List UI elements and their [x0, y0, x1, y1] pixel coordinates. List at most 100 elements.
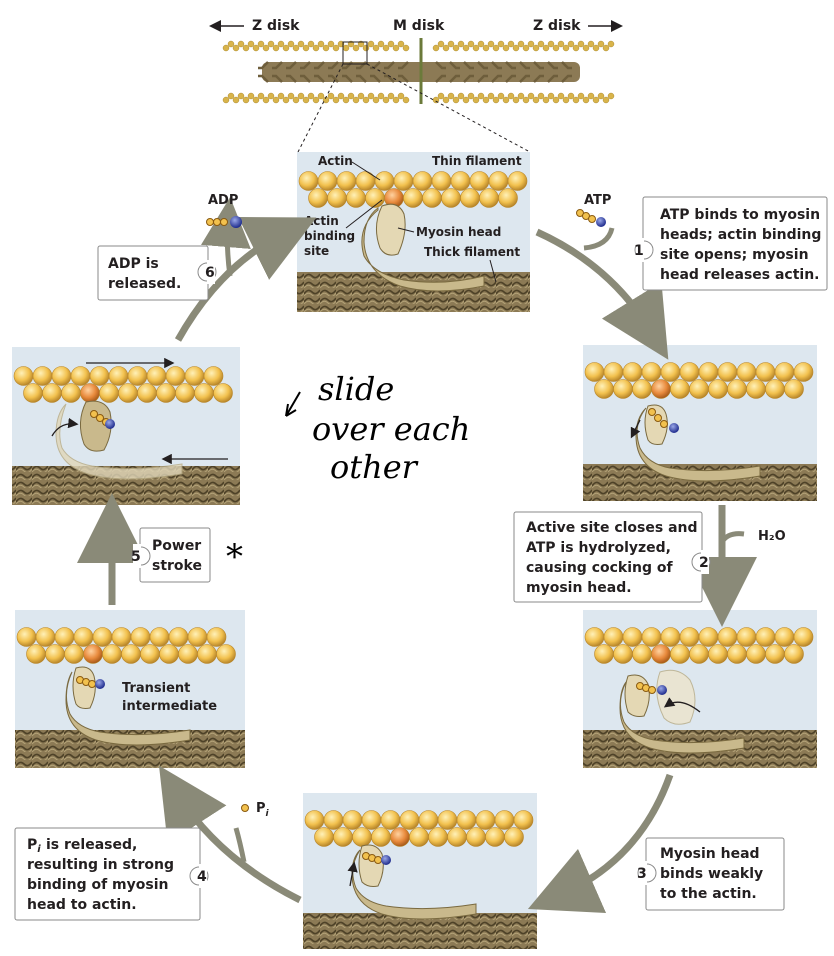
- sarcomere-actin-bead: [577, 40, 585, 48]
- handwritten-line1: slide: [318, 370, 394, 408]
- actin-bead: [507, 171, 528, 191]
- actin-bead: [61, 383, 81, 403]
- sarcomere-myosin-head: [491, 61, 502, 70]
- sarcomere-actin-bead: [462, 44, 470, 52]
- actin-bead: [45, 644, 65, 664]
- step5-number: 5: [131, 549, 141, 565]
- sarcomere-actin-bead: [607, 92, 615, 100]
- actin-bead: [308, 188, 328, 208]
- step6-number: 6: [205, 265, 215, 281]
- sarcomere-actin-bead: [252, 96, 260, 104]
- label-transient-1: Transient: [122, 681, 190, 696]
- sarcomere-actin-bead: [222, 44, 230, 52]
- actin-bead: [498, 188, 518, 208]
- sarcomere-actin-bead: [392, 44, 400, 52]
- handwritten-line2: over each: [312, 410, 470, 448]
- sarcomere-myosin-head: [519, 74, 530, 83]
- sarcomere-actin-bead: [587, 92, 595, 100]
- step2-callout: 2 Active site closes and ATP is hydrolyz…: [513, 511, 711, 603]
- sarcomere-actin-bead: [357, 92, 365, 100]
- adp-bound: [76, 676, 105, 689]
- step4-line2: resulting in strong: [27, 857, 174, 873]
- panel-step4: Transient intermediate: [15, 610, 245, 768]
- sarcomere-actin-bead: [237, 92, 245, 100]
- actin-bead: [437, 810, 458, 830]
- actin-bead: [346, 188, 366, 208]
- z-disk-left-label: Z disk: [252, 18, 300, 34]
- sarcomere-actin-bead: [402, 96, 410, 104]
- sarcomere-myosin-head: [384, 61, 395, 70]
- actin-bead: [361, 810, 382, 830]
- actin-bead: [175, 383, 195, 403]
- actin-bead: [613, 379, 633, 399]
- sarcomere-actin-bead: [507, 40, 515, 48]
- sarcomere-myosin-head: [258, 74, 269, 83]
- sarcomere-actin-bead: [602, 44, 610, 52]
- sarcomere-myosin-head: [328, 61, 339, 70]
- sarcomere-myosin-head: [314, 74, 325, 83]
- sarcomere-actin-bead: [482, 44, 490, 52]
- step4-number: 4: [197, 869, 207, 885]
- sarcomere-myosin-head: [300, 74, 311, 83]
- actin-bead: [118, 383, 138, 403]
- actin-bead: [670, 379, 690, 399]
- actin-thin-filament: [16, 627, 236, 664]
- actin-bead: [485, 827, 505, 847]
- sarcomere-myosin-head: [398, 74, 409, 83]
- actin-bead: [187, 627, 208, 647]
- pi-label: Pi: [256, 801, 270, 819]
- actin-bead: [178, 644, 198, 664]
- sarcomere-actin-bead: [572, 44, 580, 52]
- sarcomere-actin-bead: [242, 96, 250, 104]
- adp-bound: [90, 410, 115, 429]
- step4-line4: head to actin.: [27, 897, 137, 913]
- sarcomere-myosin-head: [342, 74, 353, 83]
- sarcomere-actin-bead: [492, 96, 500, 104]
- step1-callout: 1 ATP binds to myosin heads; actin bindi…: [634, 196, 828, 291]
- actin-bead: [333, 827, 353, 847]
- handwritten-line3: other: [330, 448, 419, 486]
- step2-line4: myosin head.: [526, 580, 632, 596]
- sarcomere-actin-bead: [262, 96, 270, 104]
- actin-bead: [371, 827, 391, 847]
- sarcomere-actin-bead: [282, 96, 290, 104]
- sarcomere-actin-bead: [537, 92, 545, 100]
- panel-step1: [583, 345, 817, 501]
- sarcomere-actin-bead: [567, 40, 575, 48]
- atp-label: ATP: [584, 193, 611, 208]
- actin-thin-filament: [13, 366, 233, 403]
- actin-bead: [698, 362, 719, 382]
- handwritten-note: slide over each other *: [226, 370, 470, 577]
- sarcomere-actin-bead: [387, 40, 395, 48]
- zoom-line-left: [297, 63, 344, 153]
- thick-filament: [297, 272, 530, 312]
- actin-bead: [428, 827, 448, 847]
- step2-number: 2: [699, 555, 709, 571]
- zoom-line-right: [366, 63, 531, 153]
- actin-bead: [441, 188, 461, 208]
- actin-bead: [73, 627, 94, 647]
- sarcomere-actin-bead: [247, 92, 255, 100]
- actin-bead: [206, 627, 227, 647]
- handwritten-asterisk: *: [226, 537, 243, 577]
- handwritten-arrow: [285, 391, 301, 417]
- sarcomere-actin-bead: [242, 44, 250, 52]
- sarcomere-actin-bead: [557, 40, 565, 48]
- sarcomere-actin-bead: [312, 96, 320, 104]
- actin-bead: [16, 627, 37, 647]
- sarcomere-actin-bead: [262, 44, 270, 52]
- myosin-head-ghost: [55, 403, 183, 480]
- step4-line1: Pi: [27, 837, 41, 855]
- sarcomere-actin-bead: [502, 96, 510, 104]
- sarcomere-actin-bead: [507, 92, 515, 100]
- sarcomere-myosin-head: [314, 61, 325, 70]
- sarcomere-myosin-head: [258, 61, 269, 70]
- sarcomere-actin-bead: [452, 96, 460, 104]
- actin-bead: [746, 379, 766, 399]
- step5-callout: 5 Power stroke: [131, 527, 211, 583]
- sarcomere-actin-bead: [447, 92, 455, 100]
- sarcomere-actin-bead: [477, 40, 485, 48]
- actin-bead: [23, 383, 43, 403]
- sarcomere-actin-bead: [302, 44, 310, 52]
- actin-bead: [727, 379, 747, 399]
